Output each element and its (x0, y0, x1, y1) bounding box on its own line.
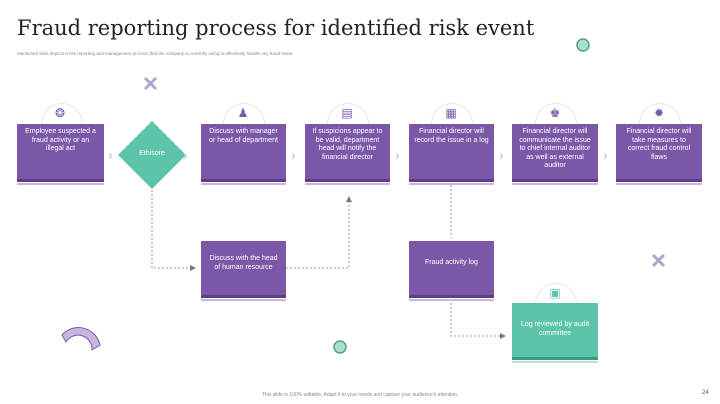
page-subtitle: Mentioned slide depicts a risk reporting… (17, 51, 294, 56)
document-icon: ▤ (341, 106, 353, 120)
decor-crescent (61, 327, 101, 351)
decor-circle (576, 38, 590, 52)
decor-circle (333, 340, 347, 354)
log-icon: ▦ (445, 106, 457, 120)
chevron-right-icon: › (108, 147, 113, 163)
decor-x-icon (651, 253, 666, 268)
chevron-right-icon: › (395, 147, 400, 163)
hr-discussion-box: Discuss with the head of human resource (201, 241, 286, 301)
chevron-right-icon: › (183, 147, 188, 163)
step-1: Employee suspected a fraud activity or a… (17, 124, 104, 185)
decor-x-icon (143, 76, 158, 91)
footer-note: This slide is 100% editable. Adapt it to… (261, 392, 459, 398)
manager-icon: ♟ (237, 106, 249, 120)
gear-tool-icon: ✹ (653, 106, 665, 120)
decision-label: Ethisore (139, 150, 165, 157)
step-4: Financial director will record the issue… (409, 124, 494, 185)
chevron-right-icon: › (291, 147, 296, 163)
page-title: Fraud reporting process for identified r… (17, 16, 535, 40)
chevron-right-icon: › (499, 147, 504, 163)
audit-review-box: Log reviewed by audit committee (512, 303, 598, 363)
chevron-right-icon: › (603, 147, 608, 163)
users-cycle-icon: ❂ (54, 106, 66, 120)
step-5: Financial director will communicate the … (512, 124, 598, 185)
step-2: Discuss with manager or head of departme… (201, 124, 286, 185)
page-number: 24 (702, 390, 709, 396)
fraud-log-box: Fraud activity log (409, 241, 494, 301)
step-3: If suspicions appear to be valid, depart… (305, 124, 390, 185)
clipboard-icon: ▣ (549, 286, 561, 300)
auditor-icon: ♚ (549, 106, 561, 120)
step-6: Financial director will take measures to… (616, 124, 702, 185)
